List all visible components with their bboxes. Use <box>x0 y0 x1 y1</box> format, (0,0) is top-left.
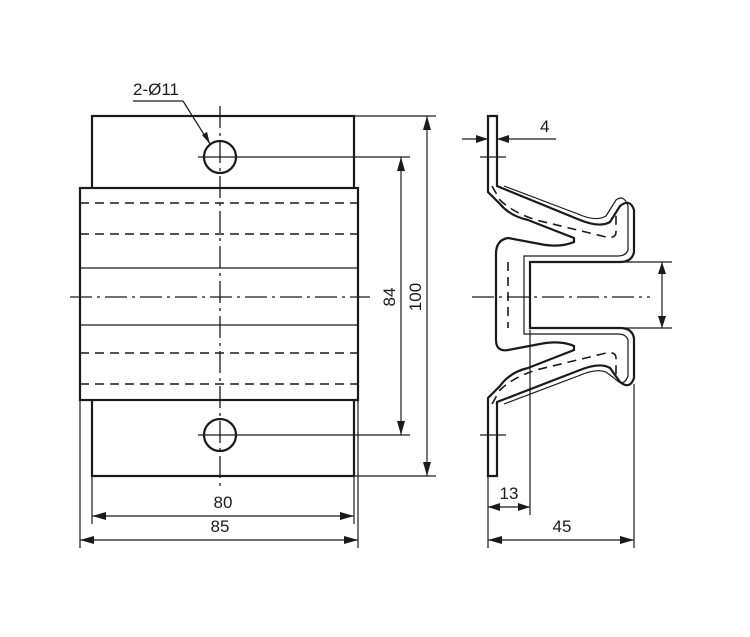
dimension-45: 45 <box>488 384 635 548</box>
side-profile-inner <box>503 185 629 405</box>
dim-85-label: 85 <box>211 517 230 536</box>
dimension-13: 13 <box>487 330 531 548</box>
dimension-84: 84 <box>380 157 405 435</box>
dimension-4: 4 <box>462 117 556 143</box>
front-view <box>70 106 410 488</box>
dim-4-label: 4 <box>540 117 549 136</box>
dimension-85: 85 <box>79 400 359 548</box>
dim-45-label: 45 <box>553 517 572 536</box>
dim-13-label: 13 <box>500 484 519 503</box>
dim-100-label: 100 <box>406 283 425 311</box>
side-hidden-line <box>491 185 617 405</box>
dim-80-label: 80 <box>214 493 233 512</box>
hole-callout-text: 2-Ø11 <box>133 80 179 99</box>
dimension-100: 100 <box>354 115 436 477</box>
side-profile-outer <box>486 114 636 478</box>
dim-84-label: 84 <box>380 288 399 307</box>
dimension-80: 80 <box>91 476 355 524</box>
side-view <box>472 114 672 478</box>
hole-callout: 2-Ø11 <box>133 80 211 145</box>
front-wave-band <box>78 186 360 402</box>
